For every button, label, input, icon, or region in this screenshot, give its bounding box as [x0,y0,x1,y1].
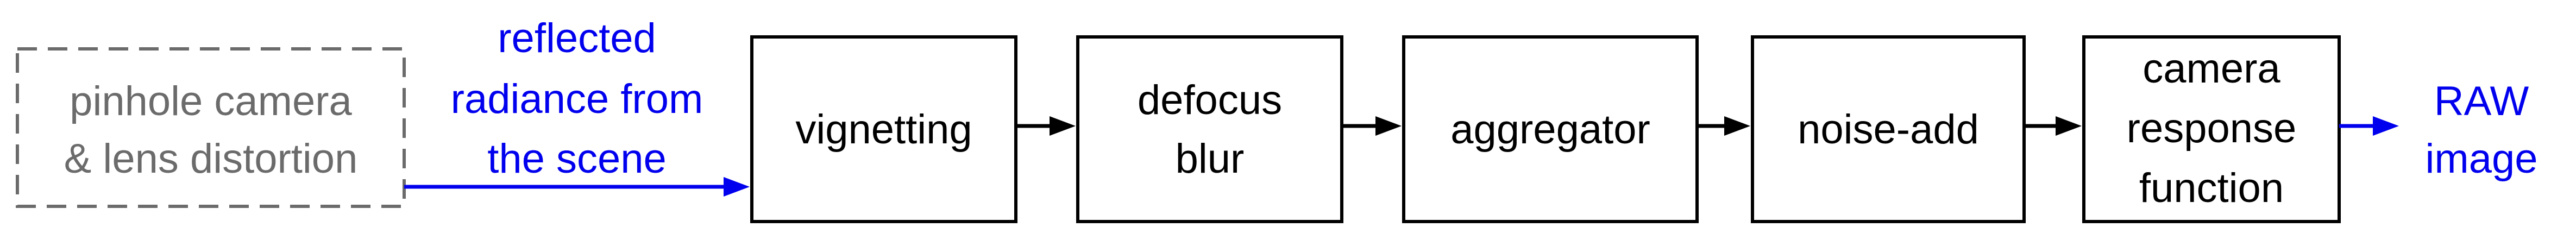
input-arrowhead [724,177,750,197]
stage-vignetting: vignetting [750,35,1017,223]
stage-aggregator: aggregator [1402,35,1699,223]
aggregator-label: aggregator [1450,106,1650,153]
noise-add-box [1751,35,2026,223]
arrowhead [2056,116,2082,136]
arrowhead [1724,116,1750,136]
source-box [16,47,406,208]
defocus-blur-label-line1: defocus [1138,77,1282,123]
source-label-line1: pinhole camera [70,78,352,124]
noise-add-label: noise-add [1798,106,1979,153]
arrow-vignetting-to-defocus [1016,116,1076,136]
vignetting-label: vignetting [795,106,972,153]
arrowhead [1375,116,1402,136]
source-label-line2: & lens distortion [64,136,358,182]
input-label: reflected radiance from the scene [451,15,703,182]
stage-defocus-blur: defocus blur [1076,35,1343,223]
aggregator-box [1402,35,1699,223]
camera-response-label-line1: camera [2143,46,2280,92]
output-arrow [2339,116,2399,136]
defocus-blur-box [1076,35,1343,223]
defocus-blur-label-line2: blur [1176,136,1245,182]
camera-response-label-line3: function [2139,165,2284,211]
output-arrowhead [2373,116,2399,136]
arrowhead [1050,116,1076,136]
output-label-line1: RAW [2434,78,2529,124]
camera-response-box [2082,35,2341,223]
output-label: RAW image [2426,78,2538,182]
stage-noise-add: noise-add [1751,35,2026,223]
arrow-aggregator-to-noise [1697,116,1750,136]
input-label-line2: radiance from [451,76,703,122]
input-arrow [404,177,750,197]
source-node: pinhole camera & lens distortion [16,47,406,208]
arrow-noise-to-response [2024,116,2082,136]
arrow-defocus-to-aggregator [1342,116,1402,136]
stage-camera-response-function: camera response function [2082,35,2341,223]
output-label-line2: image [2426,136,2538,182]
camera-response-label-line2: response [2127,105,2297,151]
vignetting-box [750,35,1017,223]
input-label-line3: the scene [487,136,667,182]
input-label-line1: reflected [498,15,656,61]
